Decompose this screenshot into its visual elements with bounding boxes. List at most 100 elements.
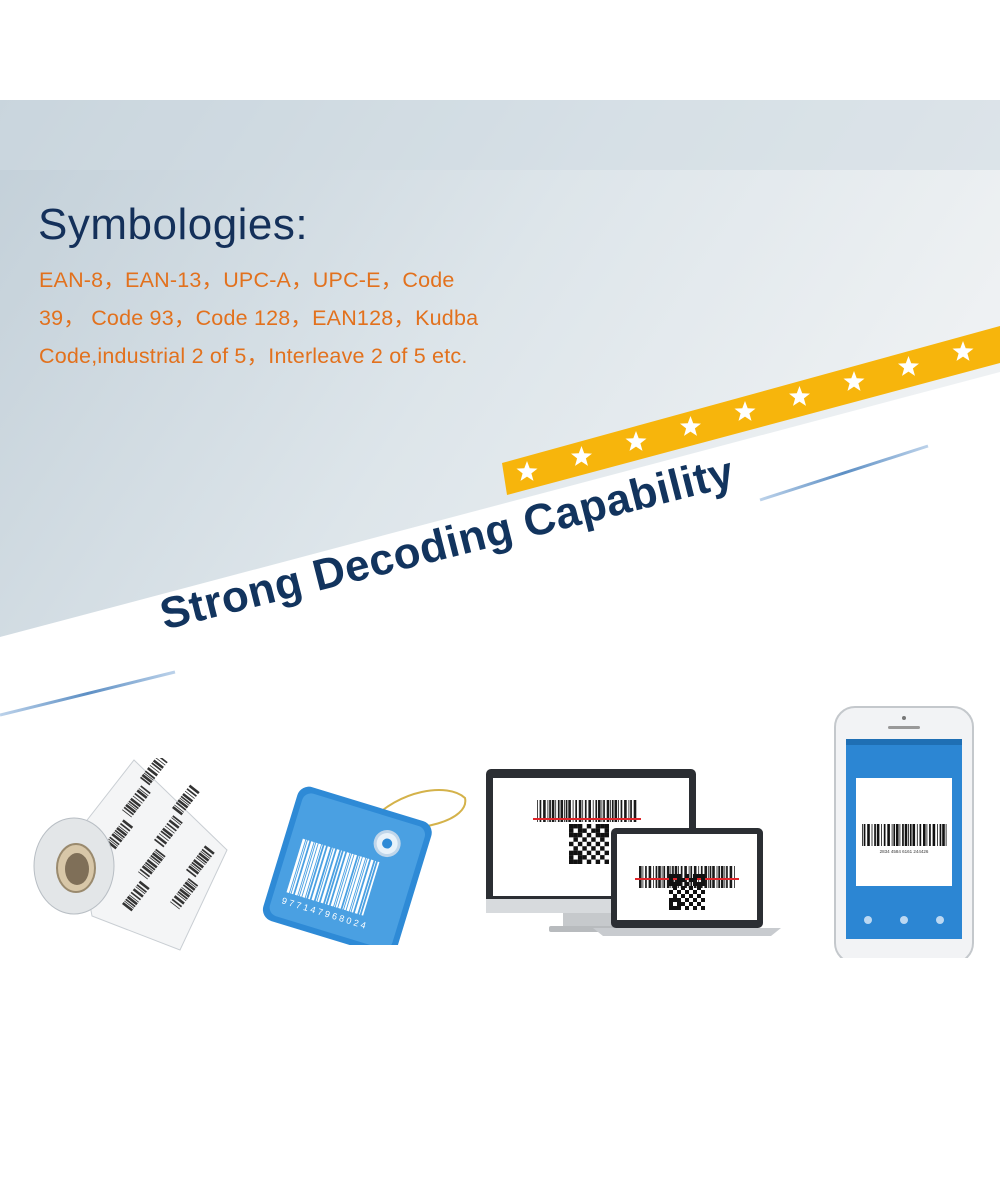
barcode-bar xyxy=(160,830,171,840)
barcode-bar xyxy=(610,800,611,822)
barcode-bar xyxy=(198,852,210,862)
barcode-bar xyxy=(164,825,175,834)
stripe-star xyxy=(680,416,701,436)
barcode-bar xyxy=(557,800,560,822)
star-stripe-stars xyxy=(516,341,974,481)
barcode-bar xyxy=(620,800,623,822)
barcode-bar xyxy=(136,789,148,799)
barcode-bar xyxy=(568,800,571,822)
barcode-bar xyxy=(564,800,565,822)
barcode-bar xyxy=(128,894,139,903)
symbologies-line-3: Code,industrial 2 of 5，Interleave 2 of 5… xyxy=(39,344,468,368)
barcode-bar xyxy=(116,826,128,837)
barcode-bar xyxy=(149,764,160,774)
barcode-bar xyxy=(289,839,307,894)
barcode-bar xyxy=(294,841,314,896)
barcode-bar xyxy=(614,800,618,822)
barcode-bar xyxy=(942,824,945,846)
barcode-bar xyxy=(158,833,169,842)
barcode-bar xyxy=(909,824,912,846)
barcode-bar xyxy=(726,866,728,888)
barcode-bar xyxy=(168,819,180,829)
barcode-bar xyxy=(338,854,357,909)
barcode-bar xyxy=(302,843,322,898)
barcode-bar xyxy=(192,859,205,869)
barcode-bar xyxy=(704,866,707,888)
barcode-bar xyxy=(624,800,627,822)
barcode-bar xyxy=(128,800,139,810)
barcode-bar xyxy=(172,805,184,816)
label-roll-image xyxy=(33,758,228,951)
barcode-bar xyxy=(707,866,709,888)
barcode-bar xyxy=(633,800,637,822)
barcode-bar xyxy=(680,866,683,888)
stripe-star xyxy=(843,371,865,391)
barcode-bar xyxy=(299,842,318,897)
barcode-bar xyxy=(578,800,582,822)
barcode-bar xyxy=(642,866,644,888)
stripe-star xyxy=(734,401,756,421)
barcode-bar xyxy=(919,824,922,846)
barcode-bar xyxy=(871,824,873,846)
barcode-bar xyxy=(113,831,124,840)
barcode-bar xyxy=(734,866,735,888)
barcode-bar xyxy=(572,800,574,822)
barcode-bar xyxy=(327,851,346,906)
barcode-bar xyxy=(136,884,147,893)
barcode-bar xyxy=(712,866,715,888)
barcode-bar xyxy=(555,800,557,822)
barcode-bar xyxy=(939,824,942,846)
barcode-bar xyxy=(320,849,340,904)
barcode-bar xyxy=(170,901,180,910)
barcode-bar xyxy=(122,819,134,829)
barcode-bar xyxy=(143,863,154,872)
barcode-bar xyxy=(200,850,211,859)
barcode-bar xyxy=(138,788,149,797)
barcode-bar xyxy=(132,888,144,898)
barcode-bar xyxy=(932,824,936,846)
barcode-bar xyxy=(335,853,354,908)
barcode-bar xyxy=(588,800,591,822)
barcode-bar xyxy=(551,800,555,822)
barcode-bar xyxy=(916,824,918,846)
barcode-bar xyxy=(180,795,192,805)
phone-barcode xyxy=(862,824,947,846)
barcode-bar xyxy=(171,898,183,908)
barcode-bar xyxy=(883,824,886,846)
barcode-bar xyxy=(547,800,549,822)
barcode-bar xyxy=(166,822,177,832)
barcode-bar xyxy=(908,824,909,846)
barcode-bar xyxy=(592,800,594,822)
barcode-bar xyxy=(601,800,603,822)
barcode-bar xyxy=(140,776,151,786)
barcode-bar xyxy=(187,878,199,887)
barcode-bar xyxy=(139,868,151,878)
barcode-bar xyxy=(138,880,150,891)
barcode-bar xyxy=(902,824,904,846)
barcode-bar xyxy=(628,800,630,822)
barcode-bar xyxy=(881,824,882,846)
barcode-bar xyxy=(130,797,142,808)
barcode-bar xyxy=(645,866,647,888)
barcode-bar xyxy=(111,833,123,843)
barcode-bar xyxy=(149,856,160,865)
barcode-bar xyxy=(143,772,154,781)
barcode-bar xyxy=(134,792,145,802)
barcode-bar xyxy=(324,850,342,905)
symbologies-line-2: 39， Code 93，Code 128，EAN128，Kudba xyxy=(39,306,479,330)
barcode-bar xyxy=(663,866,666,888)
barcode-bar xyxy=(118,825,129,834)
accent-line-upper xyxy=(759,444,929,502)
barcode-bar xyxy=(155,758,166,766)
barcode-bar xyxy=(291,840,310,895)
barcode-bar xyxy=(317,848,336,903)
barcode-bar xyxy=(171,817,182,826)
barcode-bar xyxy=(188,784,200,795)
barcode-bar xyxy=(618,800,619,822)
barcode-bar xyxy=(354,859,374,914)
barcode-bar xyxy=(926,824,928,846)
barcode-bar xyxy=(174,804,185,813)
barcode-bar xyxy=(156,835,168,845)
stripe-star xyxy=(516,461,538,481)
barcode-bar xyxy=(716,866,718,888)
